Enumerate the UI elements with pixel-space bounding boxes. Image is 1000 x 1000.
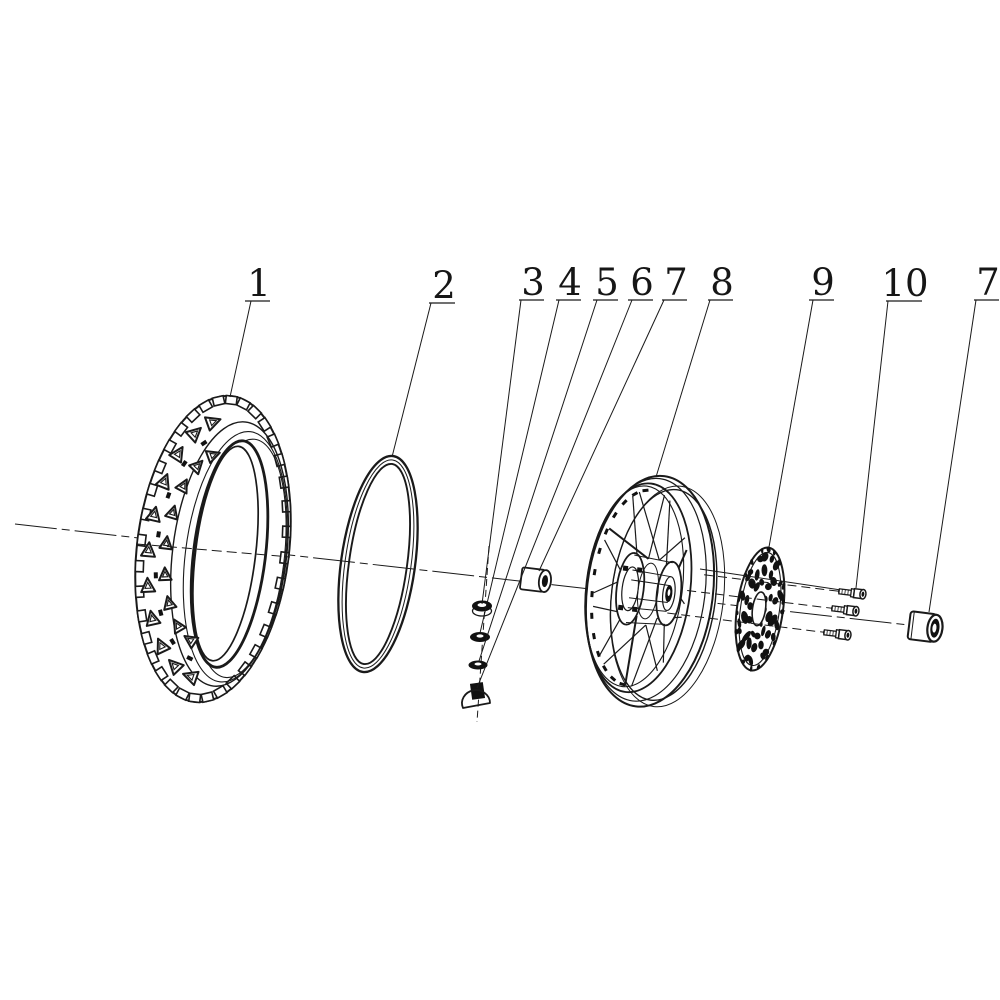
callout-label-3: 3 — [521, 261, 545, 304]
left-spacer-part — [519, 566, 552, 593]
callout-label-6: 6 — [630, 261, 654, 304]
callout-label-4: 4 — [558, 261, 582, 304]
callout-label-2: 2 — [432, 264, 456, 307]
brake-disc-part — [734, 546, 786, 672]
callout-labels: 1 2 3 4 5 6 7 8 9 10 7 — [247, 261, 1000, 307]
centerline-over-tire — [136, 543, 291, 558]
callout-label-1: 1 — [247, 262, 271, 305]
callout-label-7-left: 7 — [664, 261, 688, 304]
callout-label-10: 10 — [881, 262, 928, 305]
callout-leader-lines — [229, 299, 999, 689]
axle-bolts — [667, 568, 867, 641]
valve-stem-assembly — [461, 545, 493, 723]
wheel-rim-part — [584, 474, 726, 708]
right-spacer-part — [906, 610, 944, 643]
tire-part — [134, 394, 292, 704]
callout-label-5: 5 — [595, 261, 619, 304]
inner-tube-part — [337, 454, 419, 674]
callout-label-7-right: 7 — [976, 261, 1000, 304]
callout-label-9: 9 — [811, 261, 835, 304]
callout-label-8: 8 — [710, 261, 734, 304]
